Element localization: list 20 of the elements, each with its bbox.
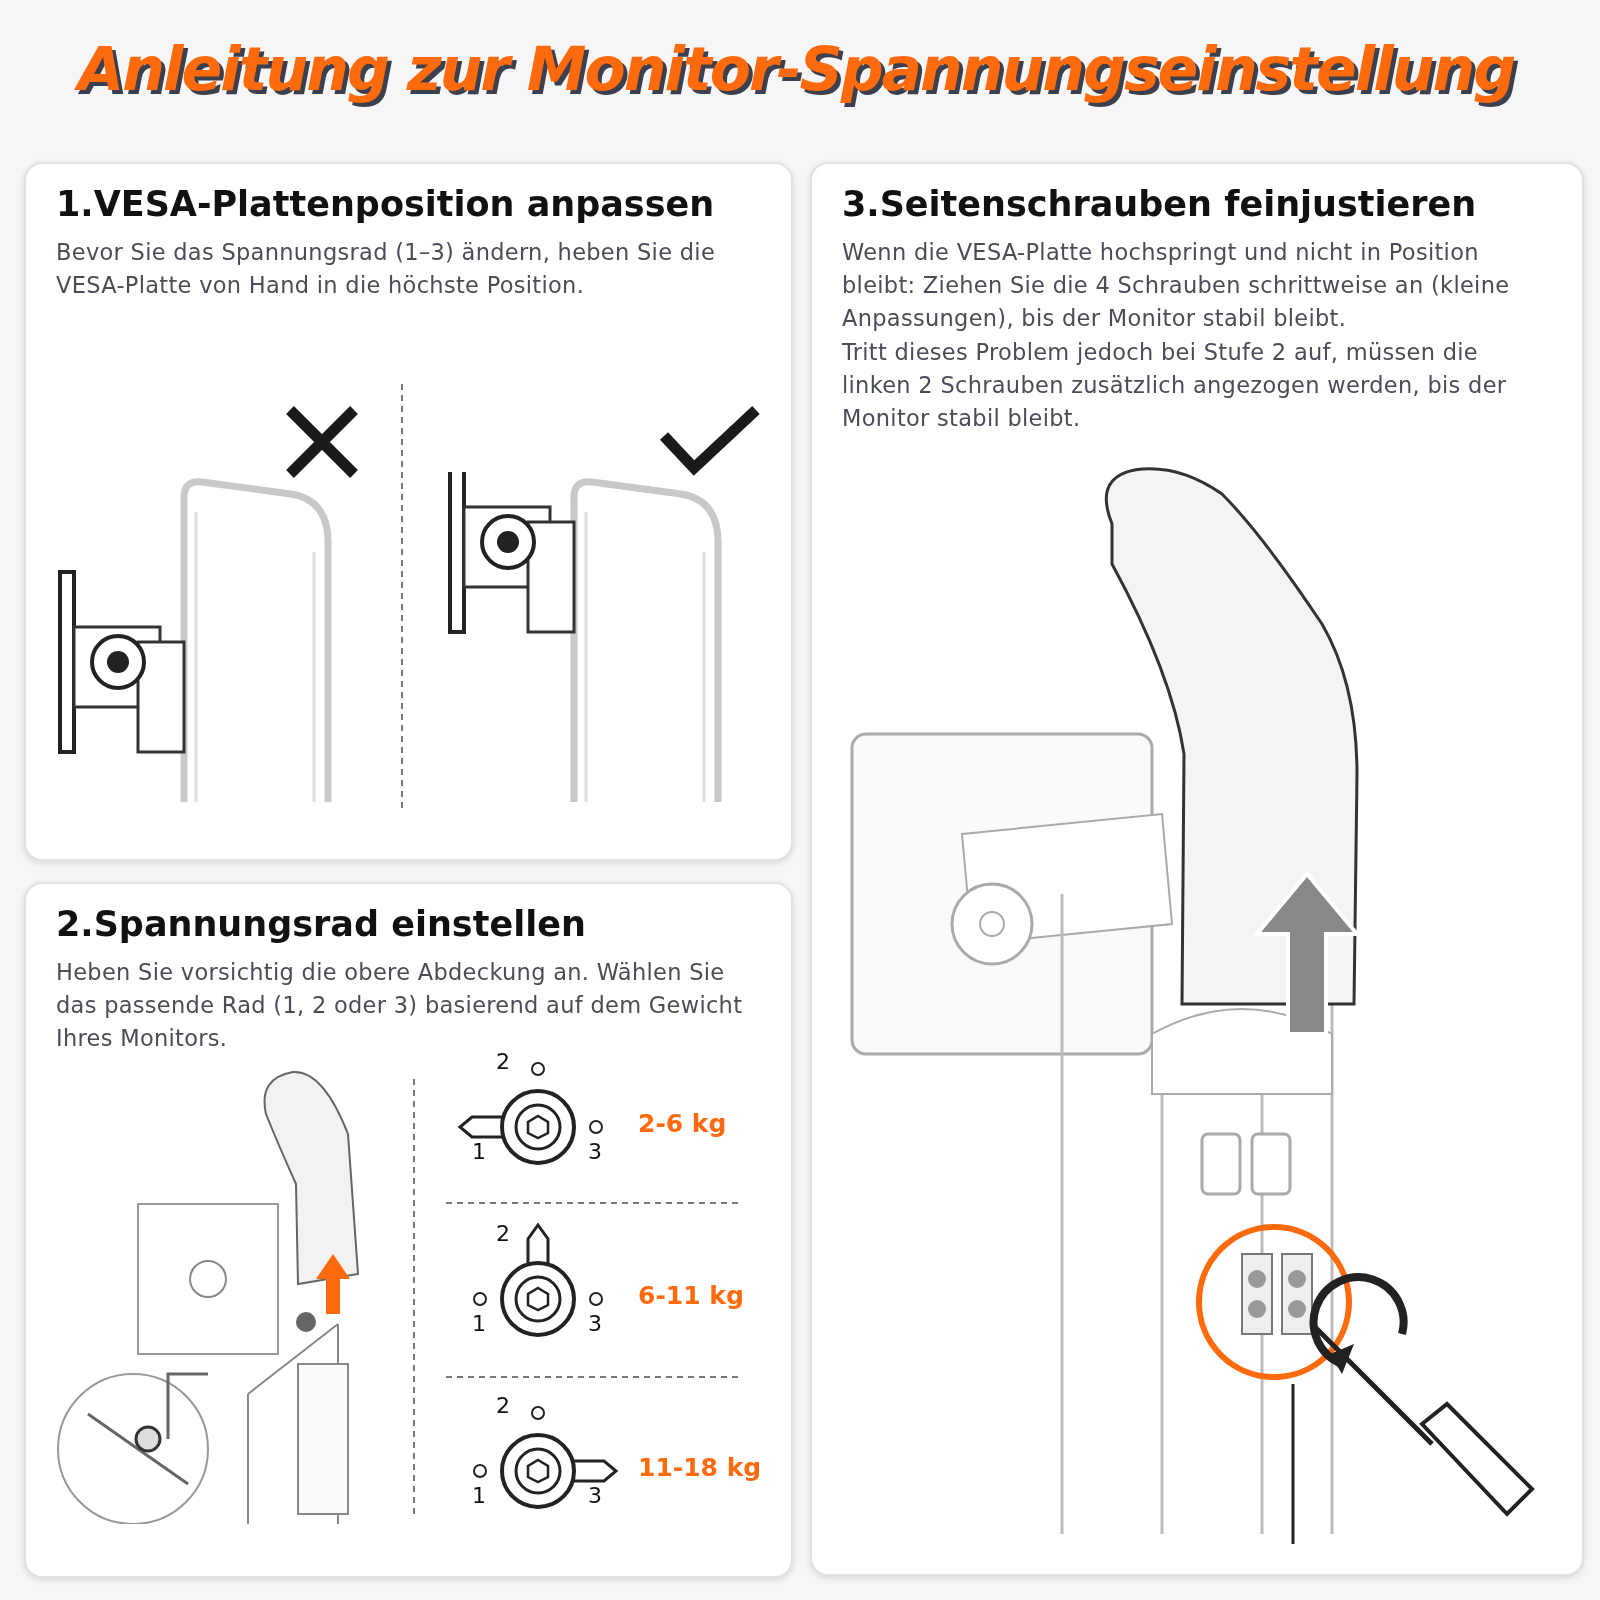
- step-heading: 1.VESA-Plattenposition anpassen: [56, 184, 715, 224]
- dial-number: 1: [472, 1483, 486, 1508]
- step-description: Wenn die VESA-Platte hochspringt und nicht in Position bleibt: Ziehen Sie die 4 Schrauben schrittweise an (kleine Anpassungen), bis der Monitor stabil bleibt.: [842, 238, 1511, 333]
- dial-number: 3: [588, 1139, 602, 1164]
- step-heading: 3.Seitenschrauben feinjustieren: [842, 184, 1477, 224]
- step-description: Tritt dieses Problem jedoch bei Stufe 2 auf, müssen die linken 2 Schrauben zusätzlich angezogen werden, bis der Monitor stabil bleibt.: [842, 338, 1508, 433]
- instruction-card: [24, 162, 793, 861]
- step-description: Bevor Sie das Spannungsrad (1–3) ändern, heben Sie die VESA-Platte von Hand in die höchste Position.: [56, 238, 717, 300]
- dial-number: 1: [472, 1311, 486, 1336]
- weight-range: 6-11 kg: [638, 1281, 744, 1310]
- dial-number: 2: [496, 1221, 510, 1246]
- instruction-card: [24, 882, 793, 1578]
- weight-range: 2-6 kg: [638, 1109, 727, 1138]
- step-heading: 2.Spannungsrad einstellen: [56, 904, 586, 944]
- dial-number: 3: [588, 1311, 602, 1336]
- dial-number: 3: [588, 1483, 602, 1508]
- weight-range: 11-18 kg: [638, 1453, 762, 1482]
- instruction-card: [810, 162, 1584, 1576]
- dial-number: 1: [472, 1139, 486, 1164]
- dial-number: 2: [496, 1393, 510, 1418]
